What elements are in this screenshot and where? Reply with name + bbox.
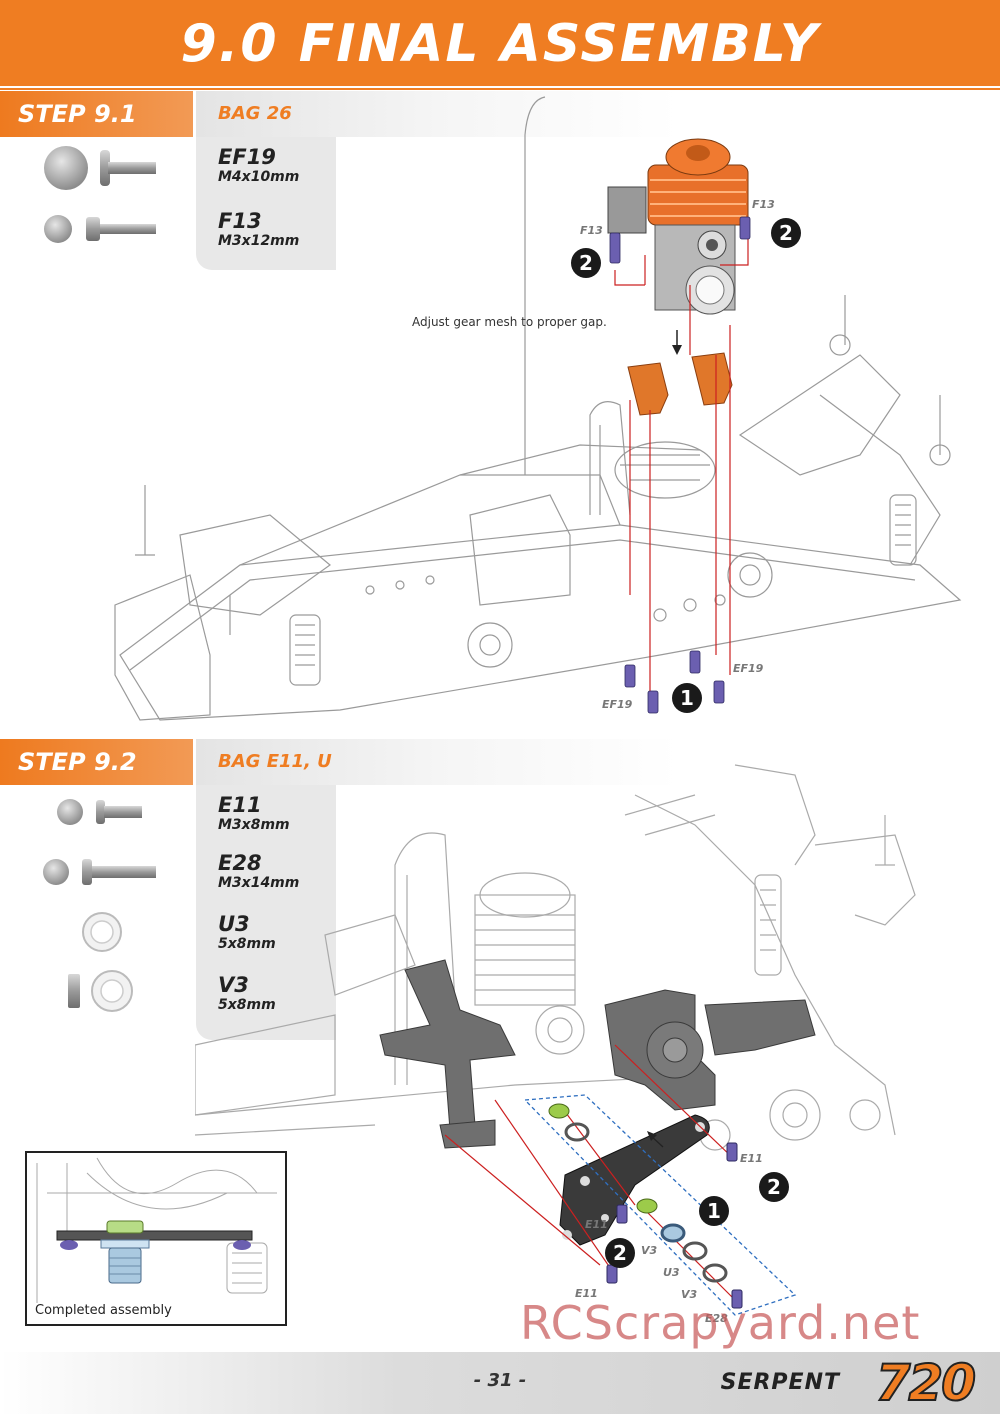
part-code: U3 [218, 912, 250, 936]
ef19-screw-icon [100, 150, 156, 186]
label-e11: E11 [585, 1218, 608, 1231]
inset-illustration [36, 1157, 277, 1303]
step-9-1-parts-box: EF19 M4x10mm F13 M3x12mm [196, 137, 336, 270]
label-v3: V3 [641, 1244, 658, 1257]
part-e28: E28 M3x14mm [218, 851, 299, 891]
page-number: - 31 - [473, 1370, 527, 1391]
sequence-badge: 2 [605, 1238, 635, 1268]
part-code: EF19 [218, 145, 276, 169]
brand-name: SERPENT [720, 1370, 840, 1395]
sequence-badge: 2 [759, 1172, 789, 1202]
sequence-badge: 1 [699, 1196, 729, 1226]
gear-mesh-note: Adjust gear mesh to proper gap. [412, 315, 607, 329]
e11-head-icon [57, 799, 83, 825]
step-9-1-bag: BAG 26 [196, 91, 1000, 137]
part-size: 5x8mm [218, 936, 276, 952]
label-f13: F13 [580, 224, 603, 237]
engine-illustration [607, 138, 749, 315]
f13-screw-icon [86, 217, 156, 241]
screws-illustration [609, 216, 751, 714]
step-9-2-bag: BAG E11, U [196, 739, 1000, 785]
part-size: M3x12mm [218, 233, 300, 249]
down-arrow-icon [672, 330, 682, 355]
part-u3: U3 5x8mm [218, 912, 276, 952]
inset-caption: Completed assembly [35, 1303, 172, 1318]
label-e11: E11 [575, 1287, 598, 1300]
step-9-1-diagram [114, 96, 962, 721]
v3-spacer-icon [68, 970, 133, 1012]
motor-mounts-illustration [627, 352, 733, 416]
e28-head-icon [43, 859, 69, 885]
page-title: 9.0 FINAL ASSEMBLY [180, 14, 820, 74]
dashed-guide-box [523, 1094, 797, 1316]
part-code: E28 [218, 851, 262, 875]
step-9-1-bar: STEP 9.1 BAG 26 [0, 91, 1000, 137]
part-size: 5x8mm [218, 997, 276, 1013]
u3-washer-icon [82, 912, 122, 952]
label-e28: E28 [705, 1312, 728, 1325]
part-size: M3x14mm [218, 875, 300, 891]
label-ef19: EF19 [602, 698, 633, 711]
part-code: V3 [218, 973, 249, 997]
step-9-2-part-icons [43, 799, 156, 1012]
step-9-1-label: STEP 9.1 [0, 91, 193, 137]
watermark: RCScrapyard.net [520, 1296, 921, 1350]
part-code: F13 [218, 209, 262, 233]
part-ef19: EF19 M4x10mm [218, 145, 299, 185]
page-footer: - 31 - SERPENT 720 [0, 1352, 1000, 1414]
engine-brace-illustration [379, 959, 816, 1149]
part-e11: E11 M3x8mm [218, 793, 290, 833]
part-v3: V3 5x8mm [218, 973, 276, 1013]
step-9-2-bar: STEP 9.2 BAG E11, U [0, 739, 1000, 785]
part-size: M3x8mm [218, 817, 290, 833]
header-divider [0, 88, 1000, 90]
page-header: 9.0 FINAL ASSEMBLY [0, 0, 1000, 86]
mounting-plate-illustration [559, 1114, 710, 1246]
label-ef19: EF19 [733, 662, 764, 675]
hardware-illustration [548, 1103, 743, 1309]
label-v3: V3 [681, 1288, 698, 1301]
part-code: E11 [218, 793, 262, 817]
part-size: M4x10mm [218, 169, 300, 185]
ef19-head-icon [44, 146, 88, 190]
label-u3: U3 [663, 1266, 680, 1279]
label-f13: F13 [752, 198, 775, 211]
step-9-2-diagram [195, 764, 916, 1316]
sequence-badge: 2 [771, 218, 801, 248]
e28-screw-icon [82, 859, 156, 885]
sequence-badge: 1 [672, 683, 702, 713]
label-e11: E11 [740, 1152, 763, 1165]
completed-assembly-inset: Completed assembly [25, 1151, 287, 1326]
up-arrow-icon [647, 1131, 664, 1148]
step-9-2-parts-box: E11 M3x8mm E28 M3x14mm U3 5x8mm V3 5x8mm [196, 785, 336, 1040]
f13-head-icon [44, 215, 72, 243]
step-9-2-label: STEP 9.2 [0, 739, 193, 785]
sequence-badge: 2 [571, 248, 601, 278]
e11-screw-icon [96, 800, 142, 824]
step-9-1-part-icons [44, 146, 156, 243]
part-f13: F13 M3x12mm [218, 209, 299, 249]
model-number: 720 [875, 1353, 977, 1413]
